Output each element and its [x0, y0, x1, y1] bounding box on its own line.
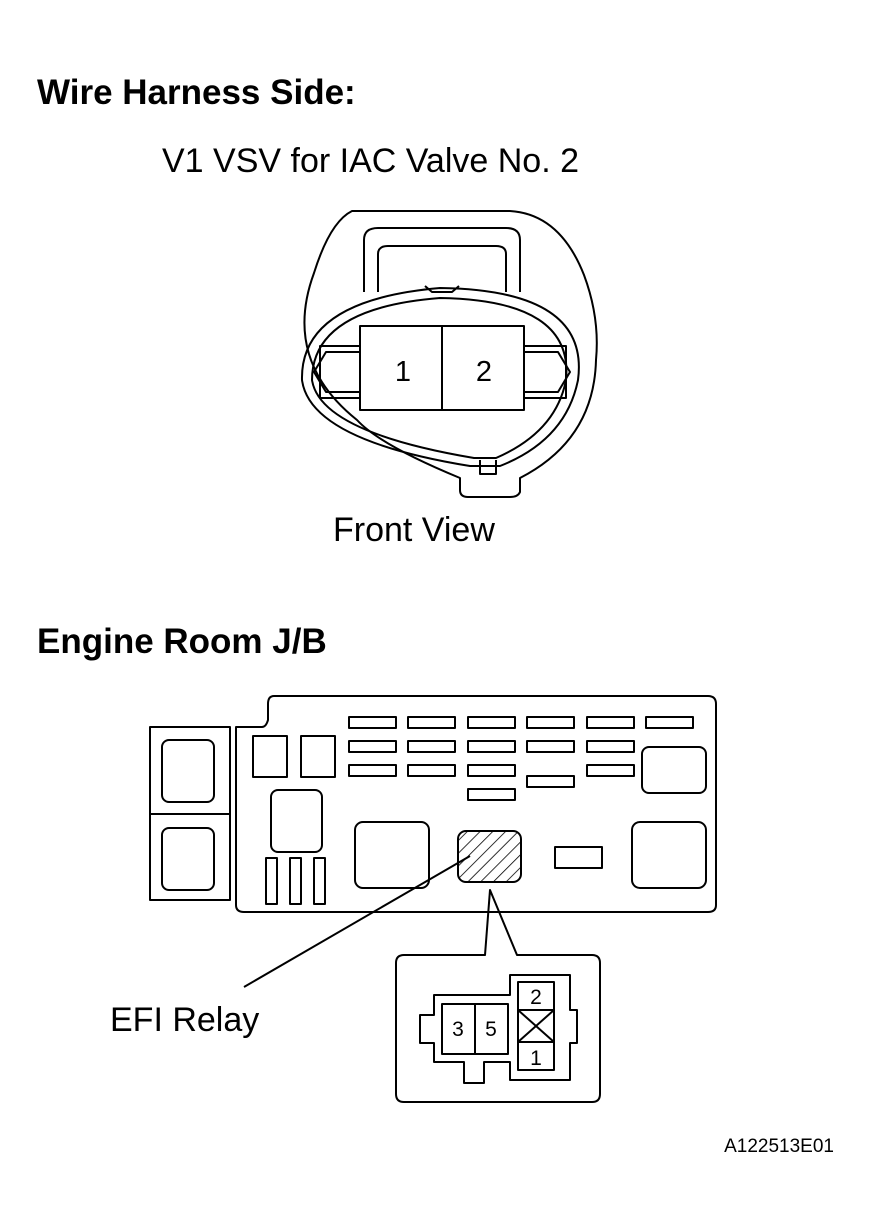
jb-left-slot-lower	[161, 827, 215, 891]
jb-left-slot-upper	[161, 739, 215, 803]
jb-relay-a	[252, 735, 288, 778]
jb-fuse-v2	[289, 857, 302, 905]
locking-latch-inner	[377, 245, 507, 292]
efi-relay-leader	[243, 855, 471, 988]
front-view-caption: Front View	[333, 511, 495, 549]
connector-housing-inner-2	[311, 297, 568, 459]
efi-relay-detail-callout: 3 5 2 1	[395, 889, 601, 1103]
efi-relay-location	[457, 830, 522, 883]
right-guide-inner	[524, 351, 571, 393]
jb-main-outline	[235, 695, 717, 913]
harness-pin-2: 2	[476, 356, 492, 388]
relay-socket-outline	[419, 974, 578, 1084]
relay-pin-5: 5	[485, 1018, 497, 1041]
jb-fuse	[348, 764, 397, 777]
jb-fuse	[586, 716, 635, 729]
left-guide	[319, 345, 360, 399]
locking-latch	[363, 227, 521, 292]
right-guide	[524, 345, 567, 399]
relay-pin-3: 3	[452, 1018, 464, 1041]
jb-relay-d	[641, 746, 707, 794]
jb-fuse	[526, 716, 575, 729]
jb-fuse	[586, 764, 635, 777]
jb-fuse	[348, 716, 397, 729]
jb-fuse	[526, 775, 575, 788]
jb-fuse	[407, 716, 456, 729]
relay-pin-2: 2	[530, 986, 542, 1009]
jb-fuse-v1	[265, 857, 278, 905]
jb-fuse-v3	[313, 857, 326, 905]
connector-key	[479, 460, 497, 475]
junction-block-heading: Engine Room J/B	[37, 622, 327, 661]
jb-relay-b	[300, 735, 336, 778]
harness-pin-1: 1	[395, 356, 411, 388]
jb-fuse	[348, 740, 397, 753]
connector-housing-outer	[303, 210, 598, 498]
callout-border	[395, 889, 601, 1103]
jb-fuse	[526, 740, 575, 753]
jb-fuse-small	[554, 846, 603, 869]
jb-relay-f	[631, 821, 707, 889]
engine-room-junction-block	[149, 695, 717, 913]
vsv-connector-front-view: 1 2	[300, 210, 598, 498]
jb-fuse	[407, 740, 456, 753]
jb-relay-c	[270, 789, 323, 853]
jb-fuse	[467, 788, 516, 801]
jb-fuse	[645, 716, 694, 729]
jb-fuse	[467, 764, 516, 777]
latch-tab	[424, 285, 460, 293]
connector-housing-inner	[300, 287, 580, 467]
jb-fuse	[586, 740, 635, 753]
relay-empty-cross	[517, 1009, 555, 1043]
jb-fuse	[467, 716, 516, 729]
left-guide-inner	[313, 351, 360, 393]
jb-fuse	[407, 764, 456, 777]
figure-code: A122513E01	[724, 1136, 834, 1157]
connector-name: V1 VSV for IAC Valve No. 2	[162, 142, 579, 180]
efi-relay-label: EFI Relay	[110, 1001, 259, 1039]
jb-fuse	[467, 740, 516, 753]
jb-relay-e	[354, 821, 430, 889]
relay-pin-block-right	[517, 981, 555, 1071]
relay-pin-1: 1	[530, 1047, 542, 1070]
wire-harness-heading: Wire Harness Side:	[37, 73, 356, 112]
